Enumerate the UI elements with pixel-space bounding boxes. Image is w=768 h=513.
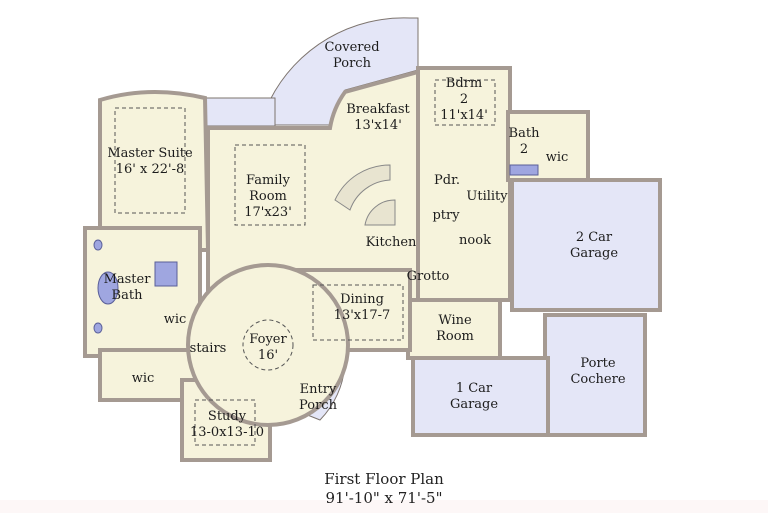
bath-fixtures [93, 164, 539, 334]
room-name: Garage [569, 246, 619, 261]
room-name: Bath [508, 126, 540, 141]
room-name: Kitchen [365, 235, 417, 250]
room-label-grotto: Grotto [407, 269, 450, 285]
room-size: 13'x14' [354, 118, 402, 133]
room-name: Bdrm [445, 76, 483, 91]
room-name: Covered [324, 40, 380, 55]
footer-band [0, 500, 768, 513]
plan-title-text: First Floor Plan [324, 470, 444, 488]
room-name: Porte [580, 356, 616, 371]
room-name: wic [545, 150, 569, 165]
room-name: Porch [299, 398, 337, 413]
room-name: Family [246, 173, 290, 188]
room-size: 16' [257, 348, 279, 363]
room-size: 17'x23' [244, 205, 292, 220]
room-size: 13-0x13-10 [189, 425, 265, 440]
room-name: Pdr. [434, 173, 460, 188]
room-label-utility: Utility [466, 189, 507, 205]
room-size: 16' x 22'-8 [115, 162, 185, 177]
plan-dimensions: 91'-10" x 71'-5" [325, 489, 443, 507]
room-label-ptry: ptry [432, 208, 459, 224]
room-name: Entry [299, 382, 337, 397]
room-label-wic-master: wic [164, 312, 187, 328]
room-name: 1 Car [455, 381, 493, 396]
garage-areas [411, 178, 662, 437]
room-name: Dining [340, 292, 384, 307]
room-name: 2 Car [575, 230, 613, 245]
room-dashes [114, 79, 496, 446]
room-name: wic [131, 371, 155, 386]
room-name: ptry [432, 208, 460, 223]
room-name: Study [207, 409, 247, 424]
room-name: Master Suite [107, 146, 193, 161]
room-name: 2 [459, 92, 469, 107]
room-name: Bath [111, 288, 143, 303]
room-label-wic-lower: wic [132, 371, 155, 387]
room-name: Breakfast [346, 102, 410, 117]
room-name: Wine [438, 313, 472, 328]
room-name: Utility [466, 189, 508, 204]
room-label-pdr: Pdr. [434, 173, 460, 189]
room-name: Room [249, 189, 287, 204]
room-name: nook [459, 233, 491, 248]
room-name: 2 [519, 142, 529, 157]
room-name: wic [163, 312, 187, 327]
room-label-stairs: stairs [190, 341, 227, 357]
room-name: Garage [449, 397, 499, 412]
room-name: Foyer [249, 332, 287, 347]
room-name: Grotto [406, 269, 450, 284]
kitchen-island [334, 164, 396, 226]
room-label-kitchen: Kitchen [366, 235, 417, 251]
room-name: Cochere [570, 372, 626, 387]
room-name: Porch [333, 56, 371, 71]
room-size: 13'x17-7 [333, 308, 391, 323]
room-name: Master [103, 272, 151, 287]
room-label-wic-bath2: wic [546, 150, 569, 166]
room-name: stairs [189, 341, 227, 356]
room-size: 11'x14' [440, 108, 488, 123]
room-name: Room [436, 329, 474, 344]
room-label-nook: nook [459, 233, 491, 249]
